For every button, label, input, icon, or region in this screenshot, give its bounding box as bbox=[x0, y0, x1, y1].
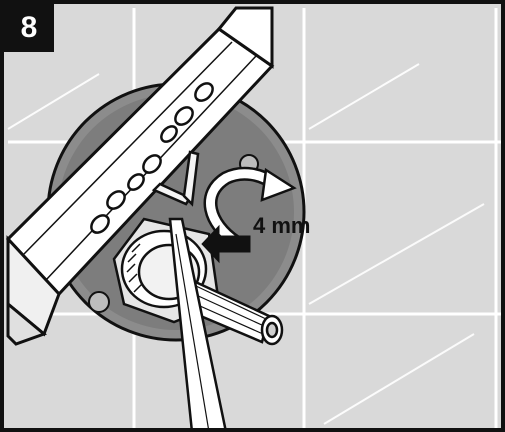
bracket-foot bbox=[6, 300, 47, 346]
sheen-line bbox=[308, 203, 485, 305]
callout-arrow-shape bbox=[201, 224, 251, 264]
callout-arrow-icon bbox=[201, 224, 251, 264]
stem-tip-hole bbox=[265, 321, 279, 339]
rotation-arrow-head bbox=[260, 167, 297, 202]
hex-key-long-arm bbox=[182, 150, 200, 207]
sheen-line bbox=[308, 63, 420, 130]
installation-illustration bbox=[5, 6, 501, 428]
collar-ribs bbox=[126, 243, 143, 293]
bracket-edge bbox=[23, 41, 233, 255]
bracket-rail-top bbox=[216, 6, 274, 69]
sheen-line bbox=[7, 73, 100, 130]
screwdriver-shaft bbox=[168, 217, 227, 428]
spline-ridges bbox=[190, 285, 267, 335]
screwdriver-blade bbox=[168, 217, 227, 428]
rotation-arrow-fill bbox=[206, 169, 277, 246]
hex-key-icon bbox=[151, 150, 200, 207]
screw-head bbox=[88, 291, 110, 313]
step-number-badge: 8 bbox=[4, 4, 54, 52]
sheen-line bbox=[323, 333, 475, 425]
hex-key-size-label: 4 mm bbox=[253, 213, 311, 238]
bracket-holes bbox=[90, 82, 214, 234]
rotation-arrow-icon bbox=[203, 166, 297, 248]
screwdriver-edge bbox=[175, 233, 209, 428]
